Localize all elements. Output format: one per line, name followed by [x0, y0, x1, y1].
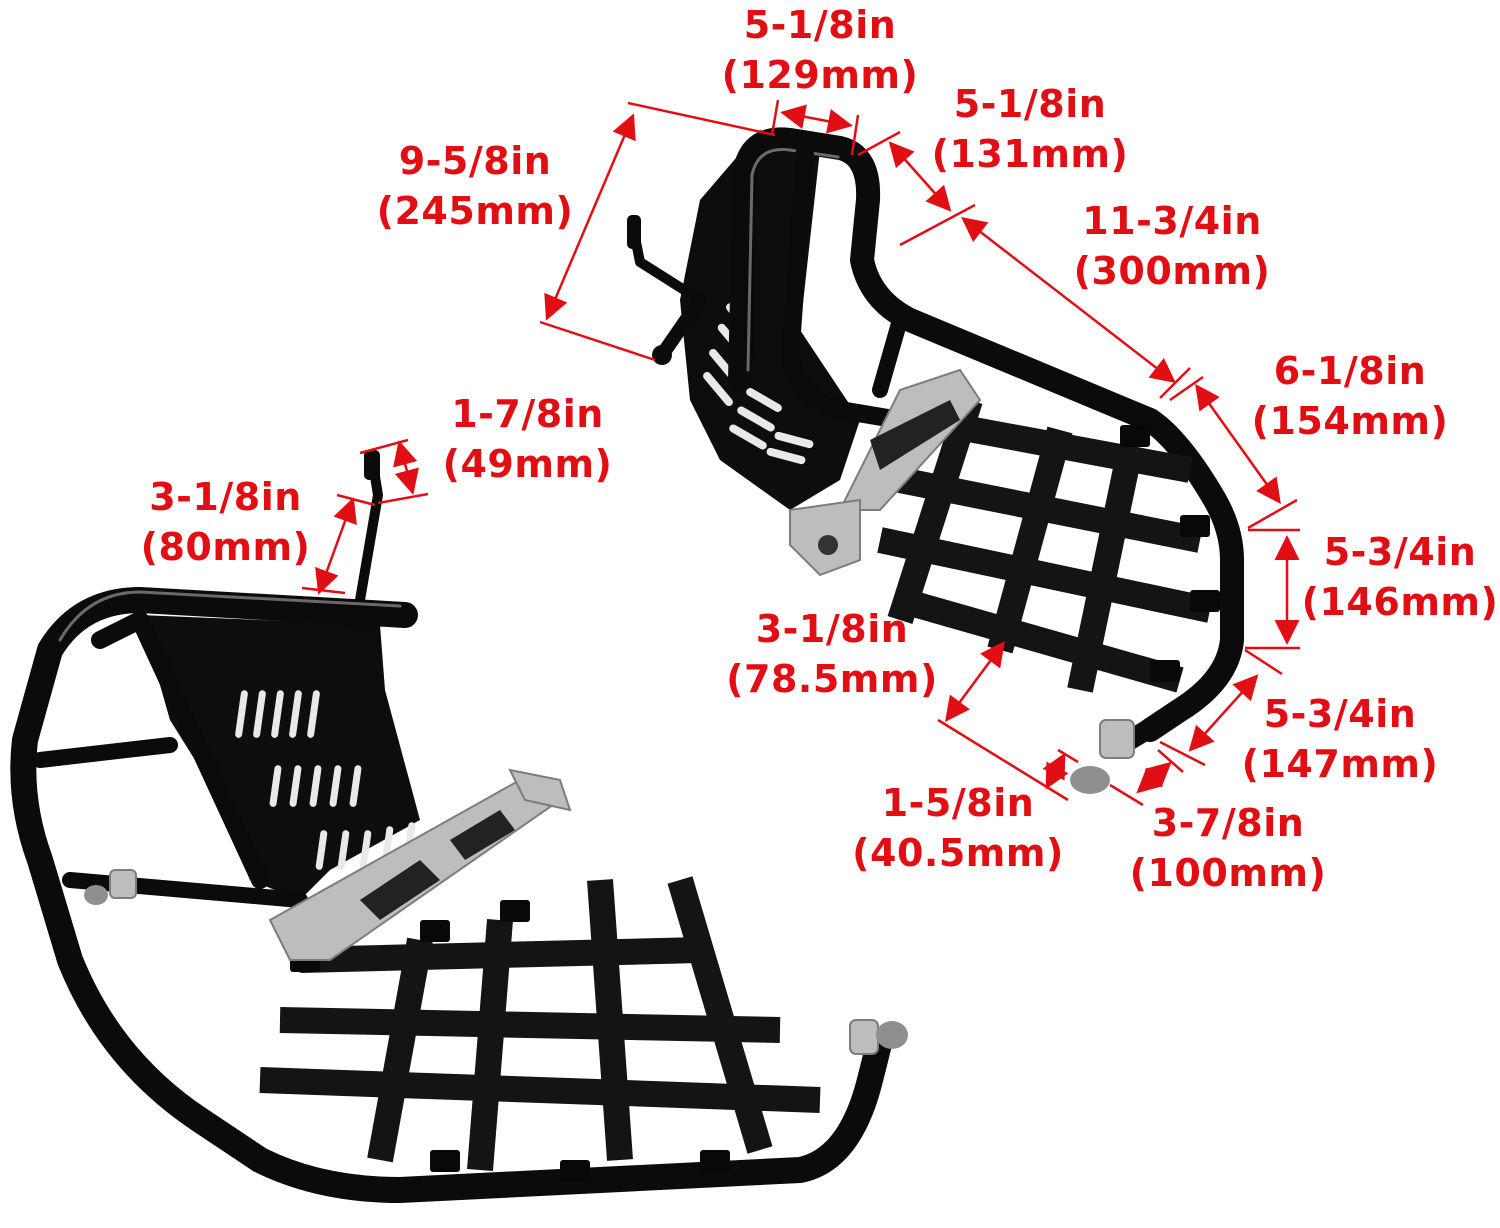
heel-plate: [680, 130, 860, 510]
dim-metric: (147mm): [1241, 742, 1439, 786]
foot-peg: [268, 768, 572, 961]
dim-label-top-bend: 5-1/8in (131mm): [930, 79, 1130, 179]
strap-net: [877, 396, 1213, 693]
dimension-lines: [301, 99, 1300, 807]
nerf-bar-right: [627, 127, 1244, 794]
dim-imperial: 5-3/4in: [1263, 692, 1417, 736]
heel-plate: [140, 615, 420, 900]
dim-label-end-offset: 3-7/8in (100mm): [1128, 798, 1328, 898]
dim-imperial: 9-5/8in: [398, 139, 552, 183]
dim-imperial: 1-5/8in: [881, 781, 1035, 825]
dim-label-rear-taper: 5-3/4in (147mm): [1240, 689, 1440, 789]
dim-imperial: 5-1/8in: [953, 82, 1107, 126]
dim-metric: (40.5mm): [852, 831, 1064, 875]
dim-label-rear-vertical: 5-3/4in (146mm): [1300, 527, 1500, 627]
dim-imperial: 3-1/8in: [755, 607, 909, 651]
dim-label-rear-angle: 6-1/8in (154mm): [1250, 346, 1450, 446]
strap-net: [259, 876, 821, 1172]
dim-label-front-width: 5-1/8in (129mm): [720, 0, 920, 100]
dim-imperial: 11-3/4in: [1082, 199, 1262, 243]
dim-imperial: 3-7/8in: [1151, 801, 1305, 845]
dim-metric: (245mm): [376, 189, 574, 233]
dim-imperial: 5-1/8in: [743, 3, 897, 47]
dim-imperial: 5-3/4in: [1323, 530, 1477, 574]
dim-metric: (131mm): [931, 132, 1129, 176]
dim-metric: (100mm): [1129, 851, 1327, 895]
dim-metric: (300mm): [1073, 249, 1271, 293]
dim-imperial: 3-1/8in: [149, 475, 302, 519]
dim-metric: (154mm): [1251, 399, 1449, 443]
dim-metric: (146mm): [1301, 580, 1499, 624]
dim-label-overall-height: 9-5/8in (245mm): [370, 136, 580, 236]
main-tube: [10, 587, 893, 1203]
dim-label-bracket-tab: 1-7/8in (49mm): [440, 389, 615, 489]
dim-label-side-length: 11-3/4in (300mm): [1072, 196, 1272, 296]
dim-metric: (49mm): [442, 442, 613, 486]
dim-label-bracket-height: 3-1/8in (80mm): [138, 472, 313, 572]
dim-imperial: 1-7/8in: [451, 392, 604, 436]
dim-imperial: 6-1/8in: [1273, 349, 1427, 393]
nerf-bar-left: [10, 450, 908, 1203]
foot-peg: [789, 368, 982, 577]
dim-label-tab-width: 1-5/8in (40.5mm): [848, 778, 1068, 878]
dim-metric: (78.5mm): [726, 657, 938, 701]
dim-metric: (80mm): [140, 525, 311, 569]
dim-metric: (129mm): [721, 53, 919, 97]
dim-label-mount-spacing: 3-1/8in (78.5mm): [722, 604, 942, 704]
